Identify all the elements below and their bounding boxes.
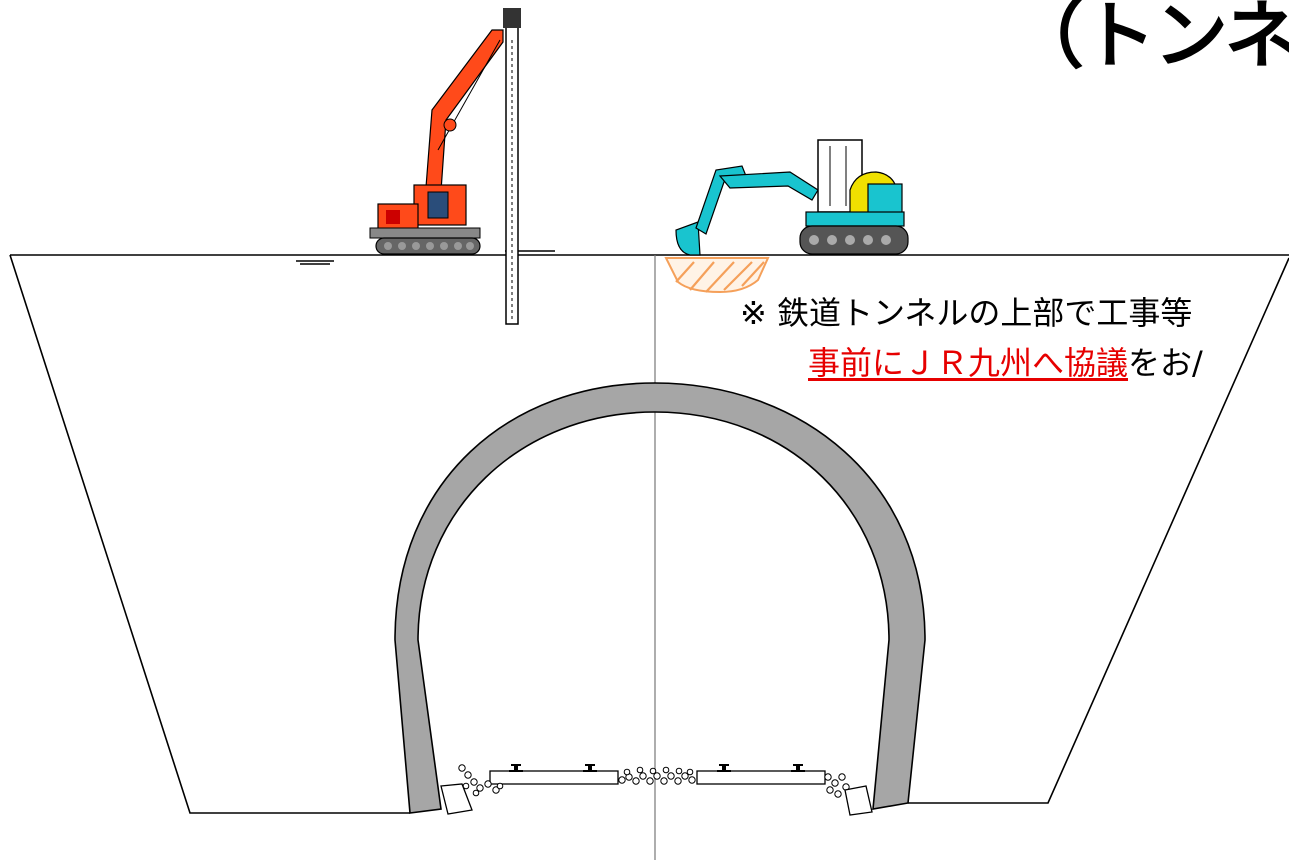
page-title: （トンネ/ [1010, 0, 1289, 79]
track-slab-right [696, 770, 826, 785]
side-drains [440, 783, 873, 816]
rail-icons [509, 764, 805, 772]
note-highlight-text: 事前にＪＲ九州へ協議 [808, 344, 1129, 382]
note-line-2: 事前にＪＲ九州へ協議をお/ [808, 344, 1203, 382]
excavator-icon [675, 139, 909, 256]
railway-track [440, 764, 873, 816]
excavation-area [664, 257, 770, 294]
track-slab-left [489, 770, 619, 785]
tunnel-lining [394, 382, 926, 814]
note-line-2-rest: をお/ [1128, 344, 1203, 382]
note-line-1: ※ 鉄道トンネルの上部で工事等 [740, 294, 1193, 332]
ballast-stones [458, 764, 850, 798]
ground-section-outline [9, 254, 1289, 814]
pile-driver-crane-icon [369, 8, 521, 325]
